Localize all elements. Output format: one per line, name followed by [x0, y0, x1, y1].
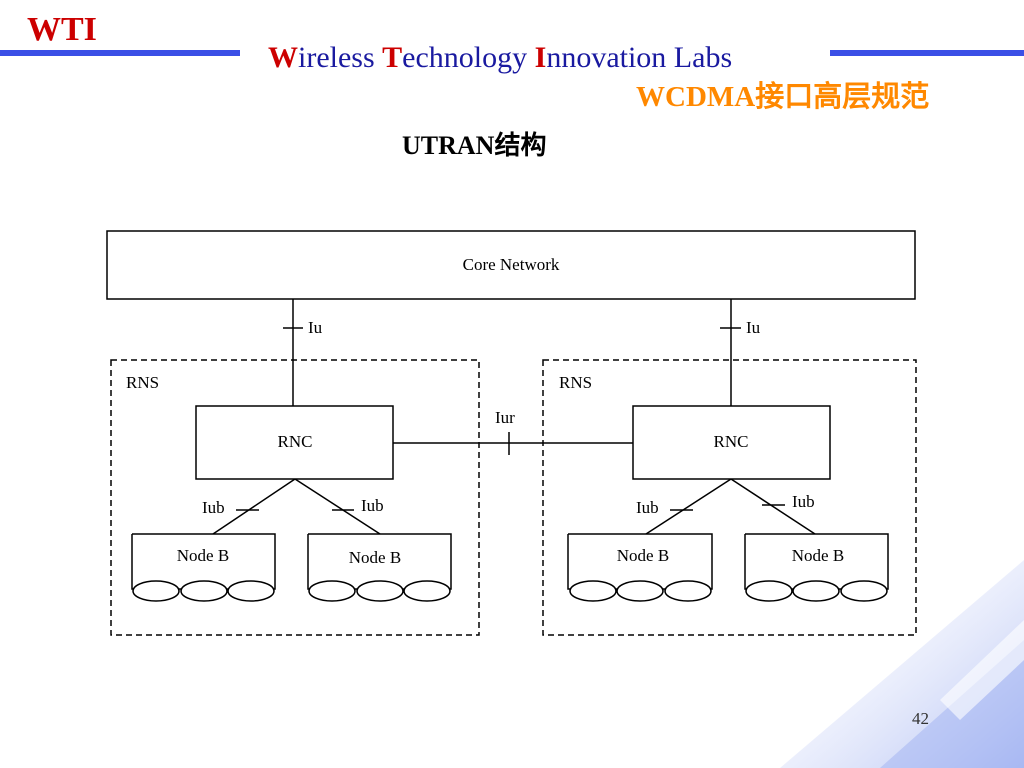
node-b-antenna: [180, 580, 228, 602]
rnc-box-right: [632, 405, 831, 480]
iub-link-right-1: [645, 478, 732, 535]
core-network-box: [106, 230, 916, 300]
rnc-label-right: RNC: [714, 432, 749, 451]
iu-label-right: Iu: [746, 318, 761, 337]
iub-link-left-1: [212, 478, 296, 535]
node-b-antenna: [792, 580, 840, 602]
node-b-label-2: Node B: [349, 548, 401, 567]
node-b-1: Node B: [131, 533, 276, 602]
node-b-antenna: [132, 580, 180, 602]
header-bar-right: [830, 50, 1024, 56]
node-b-label-4: Node B: [792, 546, 844, 565]
lab-title: Wireless Technology Innovation Labs: [268, 41, 733, 74]
node-b-3: Node B: [567, 533, 713, 602]
node-b-antenna: [227, 580, 275, 602]
node-b-antenna: [840, 580, 888, 602]
node-b-2: Node B: [307, 533, 452, 602]
node-b-antenna: [664, 580, 712, 602]
iub-label-right-1: Iub: [636, 498, 659, 517]
node-b-label-3: Node B: [617, 546, 669, 565]
rns-box-left: [110, 359, 480, 636]
rnc-box-left: [195, 405, 394, 480]
node-b-antenna: [616, 580, 664, 602]
node-b-antenna: [308, 580, 356, 602]
header-bar-left: [0, 50, 240, 56]
node-b-label-1: Node B: [177, 546, 229, 565]
iur-label: Iur: [495, 408, 515, 427]
rns-label-left: RNS: [126, 373, 159, 392]
subtitle: WCDMA接口高层规范: [636, 81, 930, 113]
node-b-antenna: [569, 580, 617, 602]
iub-label-right-2: Iub: [792, 492, 815, 511]
rns-box-right: [542, 359, 917, 636]
node-b-antenna: [356, 580, 404, 602]
iub-link-right-2: [730, 478, 816, 535]
node-b-4: Node B: [744, 533, 889, 602]
iub-label-left-2: Iub: [361, 496, 384, 515]
iub-link-left-2: [294, 478, 381, 535]
iub-label-left-1: Iub: [202, 498, 225, 517]
slide-title: UTRAN结构: [402, 131, 547, 160]
node-b-antenna: [403, 580, 451, 602]
core-network-label: Core Network: [463, 255, 560, 274]
rns-label-right: RNS: [559, 373, 592, 392]
iu-label-left: Iu: [308, 318, 323, 337]
wti-logo: WTI: [27, 11, 97, 48]
rnc-label-left: RNC: [278, 432, 313, 451]
page-number: 42: [912, 709, 929, 728]
node-b-antenna: [745, 580, 793, 602]
